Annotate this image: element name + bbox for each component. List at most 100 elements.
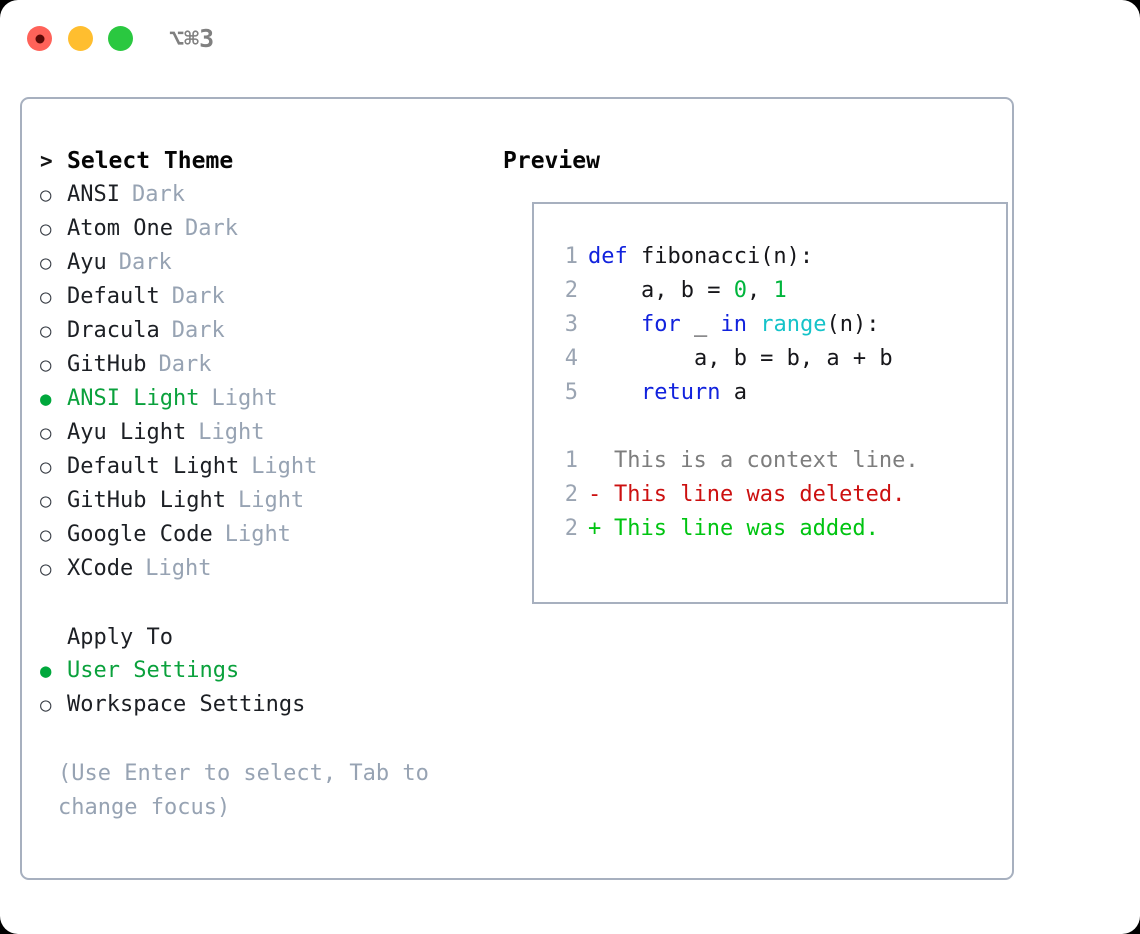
code-token: range [760, 312, 827, 337]
code-token: a, b = b, a + b [588, 346, 893, 371]
apply-to-label: User Settings [67, 658, 240, 683]
line-number: 1 [564, 448, 578, 473]
diff-marker-icon [588, 444, 614, 478]
line-number: 4 [564, 346, 578, 371]
line-number: 2 [564, 516, 578, 541]
apply-to-label: Workspace Settings [67, 692, 306, 717]
theme-list-item[interactable]: ○ Default Light Light [40, 450, 490, 484]
apply-to-list: ● User Settings ○ Workspace Settings [40, 654, 490, 722]
theme-name: Default [67, 284, 160, 309]
radio-unselected-icon: ○ [40, 456, 52, 478]
line-number: 2 [564, 278, 578, 303]
theme-mode-badge: Light [251, 454, 318, 479]
code-line: 1 def fibonacci(n): [534, 240, 1006, 274]
theme-name: XCode [67, 556, 134, 581]
apply-to-panel: ○Apply To ● User Settings ○ Workspace Setti… [40, 620, 490, 722]
theme-name: Atom One [67, 216, 173, 241]
code-line: 4 a, b = b, a + b [534, 342, 1006, 376]
line-number: 1 [564, 244, 578, 269]
radio-unselected-icon: ○ [40, 694, 52, 716]
theme-list-item[interactable]: ○ Dracula Dark [40, 314, 490, 348]
minimize-button[interactable] [68, 26, 93, 51]
code-token: (n): [826, 312, 880, 337]
theme-list-item[interactable]: ○ ANSI Dark [40, 178, 490, 212]
preview-title: Preview [503, 148, 600, 174]
code-line: 3 for _ in range(n): [534, 308, 1006, 342]
code-token: , [746, 278, 774, 303]
code-token [588, 312, 641, 337]
code-token: 1 [773, 278, 787, 303]
theme-name: Dracula [67, 318, 160, 343]
close-button[interactable] [27, 26, 52, 51]
diff-text: This is a context line. [614, 448, 919, 473]
theme-list-item[interactable]: ○ XCode Light [40, 552, 490, 586]
theme-list-item[interactable]: ○ Atom One Dark [40, 212, 490, 246]
diff-block: 1 This is a context line.2-This line was… [534, 444, 1006, 546]
radio-unselected-icon: ○ [40, 184, 52, 206]
theme-mode-badge: Dark [171, 284, 225, 309]
radio-unselected-icon: ○ [40, 524, 52, 546]
apply-to-header: ○Apply To [40, 620, 490, 654]
theme-list-item[interactable]: ○ Default Dark [40, 280, 490, 314]
theme-mode-badge: Dark [158, 352, 212, 377]
code-token: fibonacci(n): [640, 244, 814, 269]
theme-list-header: >Select Theme [40, 144, 490, 178]
theme-mode-badge: Dark [118, 250, 172, 275]
spacer [534, 410, 1006, 444]
radio-selected-icon: ● [40, 660, 52, 682]
maximize-button[interactable] [108, 26, 133, 51]
code-line: 2 a, b = 0, 1 [534, 274, 1006, 308]
diff-marker-icon: + [588, 516, 602, 541]
code-token: in [720, 312, 747, 337]
radio-unselected-icon: ○ [40, 558, 52, 580]
code-line: 5 return a [534, 376, 1006, 410]
theme-list-header-label: Select Theme [67, 148, 234, 174]
theme-name: GitHub [67, 352, 147, 377]
theme-mode-badge: Dark [171, 318, 225, 343]
code-token: def [588, 244, 641, 269]
code-token [747, 312, 760, 337]
keyboard-hint: (Use Enter to select, Tab to change focu… [58, 761, 429, 820]
radio-unselected-icon: ○ [40, 286, 52, 308]
code-token: a, b = [588, 278, 734, 303]
theme-name: Default Light [67, 454, 240, 479]
diff-line: 2-This line was deleted. [534, 478, 1006, 512]
radio-unselected-icon: ○ [40, 422, 52, 444]
shortcut-label: ⌥⌘3 [169, 24, 215, 53]
theme-mode-badge: Light [198, 420, 265, 445]
theme-list-item[interactable]: ● ANSI Light Light [40, 382, 490, 416]
apply-to-item[interactable]: ● User Settings [40, 654, 490, 688]
line-number: 3 [564, 312, 578, 337]
theme-name: ANSI [67, 182, 120, 207]
theme-mode-badge: Light [145, 556, 212, 581]
diff-line: 2+This line was added. [534, 512, 1006, 546]
apply-to-item[interactable]: ○ Workspace Settings [40, 688, 490, 722]
recording-indicator-icon [35, 34, 44, 43]
radio-selected-icon: ● [40, 388, 52, 410]
code-token: a [720, 380, 747, 405]
diff-line: 1 This is a context line. [534, 444, 1006, 478]
apply-to-header-label: Apply To [67, 625, 173, 650]
radio-unselected-icon: ○ [40, 320, 52, 342]
theme-mode-badge: Light [211, 386, 278, 411]
title-bar: ⌥⌘3 [0, 0, 1140, 78]
theme-mode-badge: Dark [131, 182, 185, 207]
code-token: 0 [733, 278, 747, 303]
code-token: return [640, 380, 721, 405]
theme-name: ANSI Light [67, 386, 200, 411]
theme-mode-badge: Dark [184, 216, 238, 241]
radio-unselected-icon: ○ [40, 218, 52, 240]
theme-name: GitHub Light [67, 488, 226, 513]
